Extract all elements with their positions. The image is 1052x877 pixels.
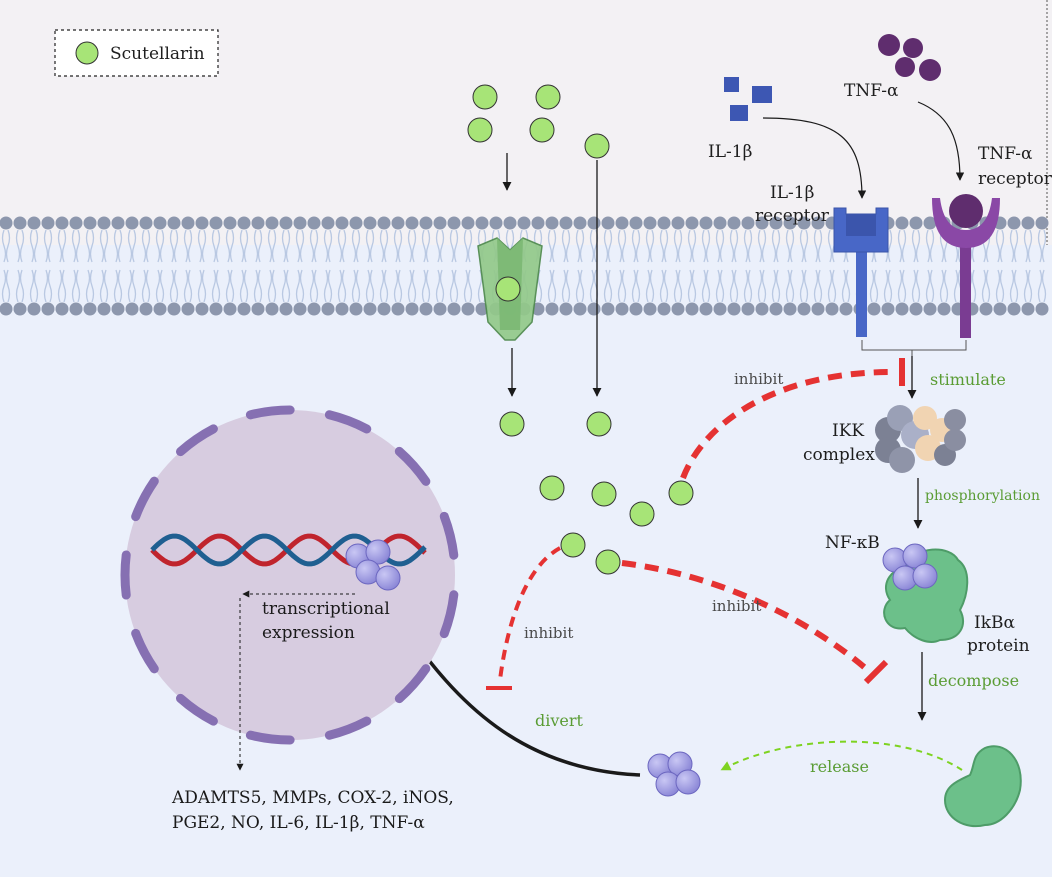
- tnfa-receptor-label-2: receptor: [978, 169, 1052, 189]
- decompose-label: decompose: [928, 671, 1019, 690]
- uptake-arrows: [502, 153, 602, 397]
- receptor-bracket: [861, 340, 967, 356]
- scutellarin-molecule: [584, 133, 610, 159]
- phosphorylation-label: phosphorylation: [925, 488, 1040, 504]
- scutellarin-molecules: [467, 84, 694, 575]
- outputs-line-1: ADAMTS5, MMPs, COX-2, iNOS,: [171, 788, 454, 808]
- nuclear-nfkb-icon: [345, 539, 401, 591]
- tnfa-receptor-icon: [932, 194, 1000, 338]
- degraded-ikba-icon: [943, 745, 1022, 828]
- ikba-label-1: IkBα: [974, 613, 1016, 633]
- ikk-label-2: complex: [803, 445, 875, 465]
- legend: Scutellarin: [54, 29, 219, 77]
- scutellarin-molecule: [535, 84, 561, 110]
- divert-label: divert: [535, 711, 584, 730]
- scutellarin-molecule: [467, 117, 493, 143]
- il1b-ligand-icon: [724, 77, 772, 121]
- scutellarin-molecule: [629, 501, 655, 527]
- scutellarin-molecule: [529, 117, 555, 143]
- nfkb-label: NF-κB: [825, 533, 880, 553]
- inhibit-left-label: inhibit: [524, 624, 573, 642]
- scutellarin-molecule: [560, 532, 586, 558]
- il1b-binding-arrow: [762, 117, 867, 199]
- tnfa-ligand-label: TNF-α: [844, 81, 899, 101]
- scutellarin-molecule: [591, 481, 617, 507]
- transporter-channel-icon: [477, 237, 543, 341]
- transcription-label-2: expression: [262, 623, 355, 643]
- ikk-label-1: IKK: [832, 421, 864, 441]
- tnfa-receptor-label-1: TNF-α: [978, 144, 1033, 164]
- transcription-label-1: transcriptional: [262, 599, 390, 619]
- scutellarin-molecule: [668, 480, 694, 506]
- tnfa-ligand-icon: [878, 34, 941, 81]
- scutellarin-legend-icon: [75, 41, 99, 65]
- legend-label: Scutellarin: [110, 44, 205, 64]
- inhibit-top-label: inhibit: [734, 370, 783, 388]
- scutellarin-molecule: [539, 475, 565, 501]
- il1b-receptor-label-2: receptor: [755, 206, 830, 226]
- scutellarin-molecule: [586, 411, 612, 437]
- ikba-label-2: protein: [967, 636, 1030, 656]
- free-nfkb-icon: [647, 751, 701, 797]
- scutellarin-molecule: [499, 411, 525, 437]
- inhibit-decompose-arrow: [621, 560, 889, 685]
- outputs-line-2: PGE2, NO, IL-6, IL-1β, TNF-α: [172, 813, 425, 833]
- nfkb-complex-icon: [882, 543, 938, 591]
- scutellarin-molecule: [472, 84, 498, 110]
- il1b-ligand-label: IL-1β: [708, 142, 752, 162]
- il1b-receptor-label-1: IL-1β: [770, 183, 814, 203]
- release-label: release: [810, 757, 869, 776]
- inhibit-divert-arrow: [486, 546, 561, 690]
- tnfa-binding-arrow: [917, 101, 965, 181]
- release-arrow: [720, 740, 963, 771]
- inhibit-middle-label: inhibit: [712, 597, 761, 615]
- scutellarin-molecule: [595, 549, 621, 575]
- nucleus: [120, 405, 459, 745]
- inhibit-ikk-arrow: [680, 358, 905, 480]
- il1b-receptor-icon: [833, 207, 889, 337]
- ikk-complex-icon: [875, 405, 966, 473]
- stimulate-label: stimulate: [930, 370, 1006, 389]
